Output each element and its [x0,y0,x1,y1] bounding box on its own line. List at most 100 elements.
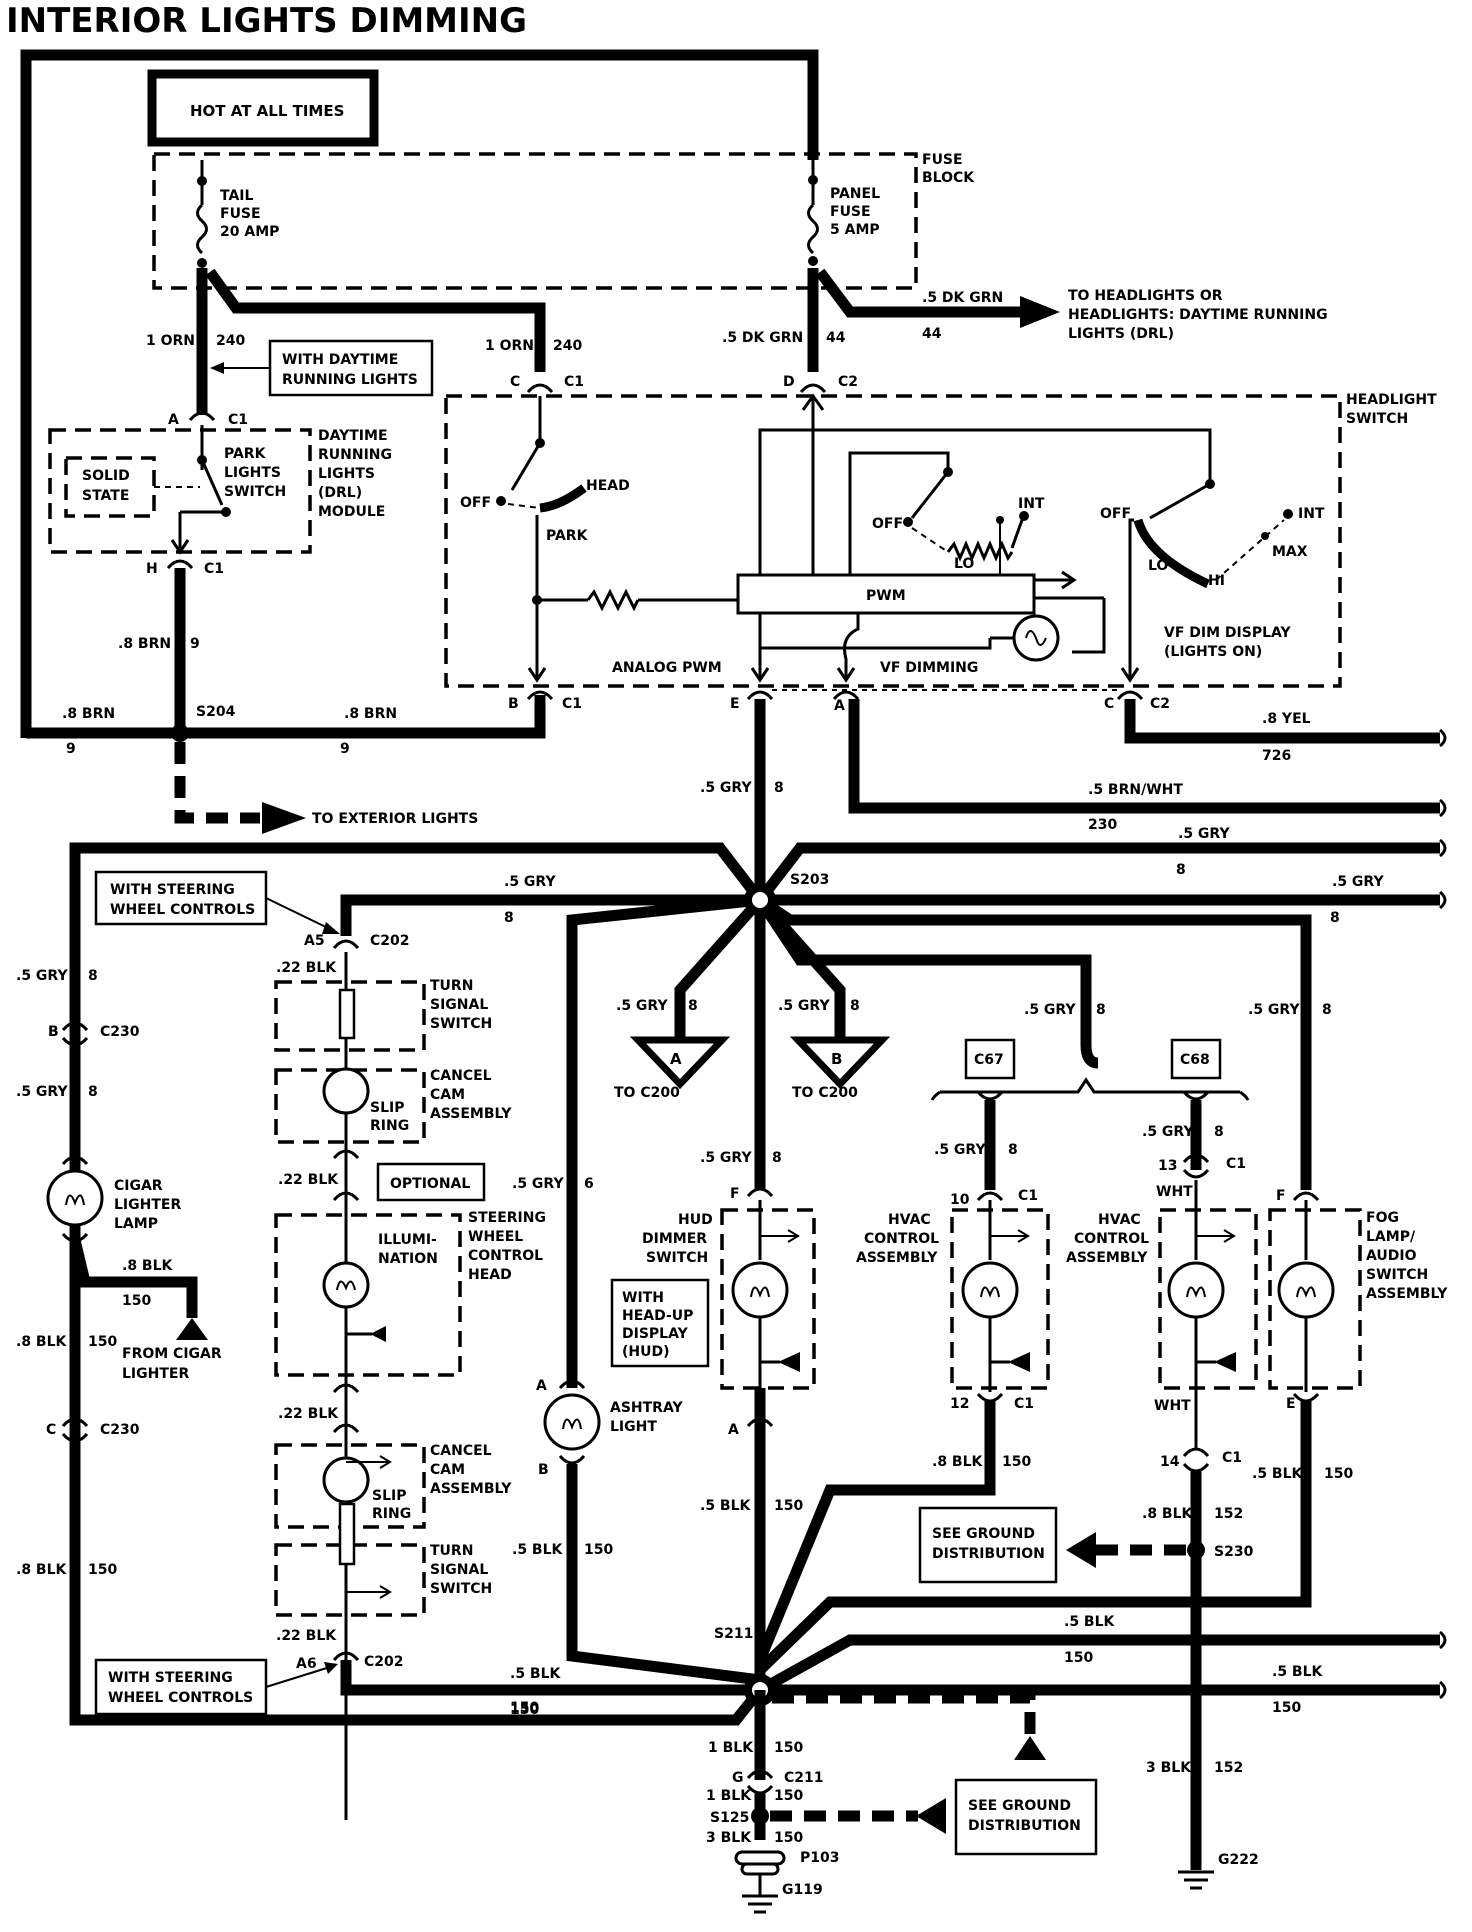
wire-label: 8 [1008,1142,1018,1158]
c67-c68-connectors: .5 GRY 8 C67 C68 [930,1002,1250,1101]
tail-fuse-label-2: FUSE [220,206,261,222]
callout-text: WITH STEERING [108,1670,233,1686]
wire-label: 150 [1002,1454,1031,1470]
vf-dimming-label: VF DIMMING [880,660,978,676]
ground-label: G119 [782,1882,823,1898]
to-exterior-label: TO EXTERIOR LIGHTS [312,811,478,827]
ground-label: G222 [1218,1852,1259,1868]
connector-pin: A [536,1378,547,1394]
ground-icon [1014,1736,1046,1760]
ashtray-label-2: LIGHT [610,1419,657,1435]
switch-pos-label: OFF [460,495,491,511]
dimmer-switch-blade [910,471,950,519]
wire-color-label: WHT [1156,1184,1193,1200]
with-hud-text-2: HEAD-UP [622,1308,693,1324]
connector-pin: 14 [1160,1454,1180,1470]
power-feed: HOT AT ALL TIMES FUSE BLOCK TAIL FUSE 20… [20,49,1328,738]
switch-pos-label: LO [1148,558,1168,574]
wire-label: 6 [584,1176,594,1192]
wire-label: .5 BLK [510,1666,562,1682]
with-drl-text: WITH DAYTIME [282,352,398,368]
wire-label: 8 [1096,1002,1106,1018]
drl-module-label-3: LIGHTS [318,466,375,482]
turn-signal-label-2: SIGNAL [430,1562,488,1578]
with-hud-text-3: DISPLAY [622,1326,689,1342]
connector-pin: C [1104,696,1114,712]
panel-fuse-rating: 5 AMP [830,222,880,238]
wire-label: .8 BLK [1142,1506,1194,1522]
optional-label: OPTIONAL [390,1176,470,1192]
fog-lamp-bulb-icon [1277,1261,1335,1319]
connector-pin: A [728,1422,739,1438]
headlight-switch-label: HEADLIGHT [1346,392,1437,408]
connector-pin: G [732,1770,744,1786]
hvac-control-assembly-1: .5 GRY 8 10 C1 HVAC CONTROL ASSEMBLY 12 … [754,1100,1050,1663]
wire-label: 150 [1272,1700,1301,1716]
gry-8-to-swc [340,894,760,936]
connector-pin: C [46,1422,56,1438]
wire-label: .5 GRY [700,1150,752,1166]
from-cigar-label-2: LIGHTER [122,1366,189,1382]
wire-label: 150 [1324,1466,1353,1482]
connector-pin: E [1286,1396,1296,1412]
splice-label: S204 [196,704,236,720]
headlamp-switch-blade [510,442,542,491]
connector-pin: H [146,561,158,577]
connector-id: C1 [1226,1156,1246,1172]
hvac-label: HVAC [1098,1212,1141,1228]
wire-label: .5 GRY [16,968,68,984]
fog-label-5: ASSEMBLY [1366,1286,1448,1302]
switch-outputs: .8 YEL 726 .5 BRN/WHT 230 .5 GRY 8 [700,699,1447,900]
steering-wheel-control-head-box [274,1213,462,1377]
wire-label: 8 [688,998,698,1014]
slip-ring-label-2: RING [370,1118,409,1134]
slip-ring-icon-2 [322,1456,370,1504]
ground-dist-arrow [1066,1532,1096,1568]
wire-label: 150 [774,1788,803,1804]
wire-label: .8 BLK [122,1258,174,1274]
wire-label: 150 [510,1700,539,1716]
see-ground-text-2: DISTRIBUTION [932,1546,1045,1562]
vf-dim-display-label-2: (LIGHTS ON) [1164,644,1262,660]
with-hud-text-4: (HUD) [622,1344,670,1360]
wire-label: 150 [774,1498,803,1514]
switch-pos-label: HEAD [586,478,630,494]
resistor-icon [586,588,640,612]
illumination-label: ILLUMI- [378,1232,437,1248]
ground-dist-arrow-2 [916,1798,946,1834]
wire-label: 44 [826,330,846,346]
connector-pin: D [783,374,795,390]
wire-label: .5 GRY [512,1176,564,1192]
illumination-label-2: NATION [378,1251,438,1267]
gry-8-right-upper [755,842,1440,904]
splice-label: S230 [1214,1544,1254,1560]
ashtray-light: .5 GRY 6 A B ASHTRAY LIGHT .5 BLK 150 [512,1176,761,1686]
hud-bulb-icon [731,1261,789,1319]
wire-label: 150 [774,1740,803,1756]
c67-c68-bar [940,1077,1240,1094]
ground-icon [1214,1352,1236,1372]
cigar-lighter-lamp-icon [46,1169,104,1227]
with-hud-text: WITH [622,1290,664,1306]
wire-label: 1 BLK [708,1740,754,1756]
turn-signal-switch-box [274,980,426,1052]
gry-8-to-c200-a [674,896,765,1040]
hvac-label-2: CONTROL [1074,1231,1149,1247]
turn-signal-label-3: SWITCH [430,1581,492,1597]
drl-module-label: DAYTIME [318,428,388,444]
cancel-cam-label-2: CAM [430,1087,465,1103]
wire-label: 150 [88,1334,117,1350]
wire-label: 1 ORN [146,333,195,349]
see-ground-text-2: DISTRIBUTION [968,1818,1081,1834]
wire-label: 150 [122,1293,151,1309]
connector-id: C230 [100,1024,140,1040]
wire-label: .5 GRY [504,874,556,890]
c200-connectors: .5 GRY 8 A TO C200 .5 GRY 8 B TO C200 [614,998,891,1101]
c200-b-letter: B [831,1050,842,1068]
wire-label: 3 BLK [706,1830,752,1846]
headlight-switch-label-2: SWITCH [1346,411,1408,427]
illumination-bulb-icon [322,1261,370,1309]
park-switch-label-2: LIGHTS [224,465,281,481]
yel-726-wire [1124,699,1440,744]
wire-label: .5 GRY [1024,1002,1076,1018]
